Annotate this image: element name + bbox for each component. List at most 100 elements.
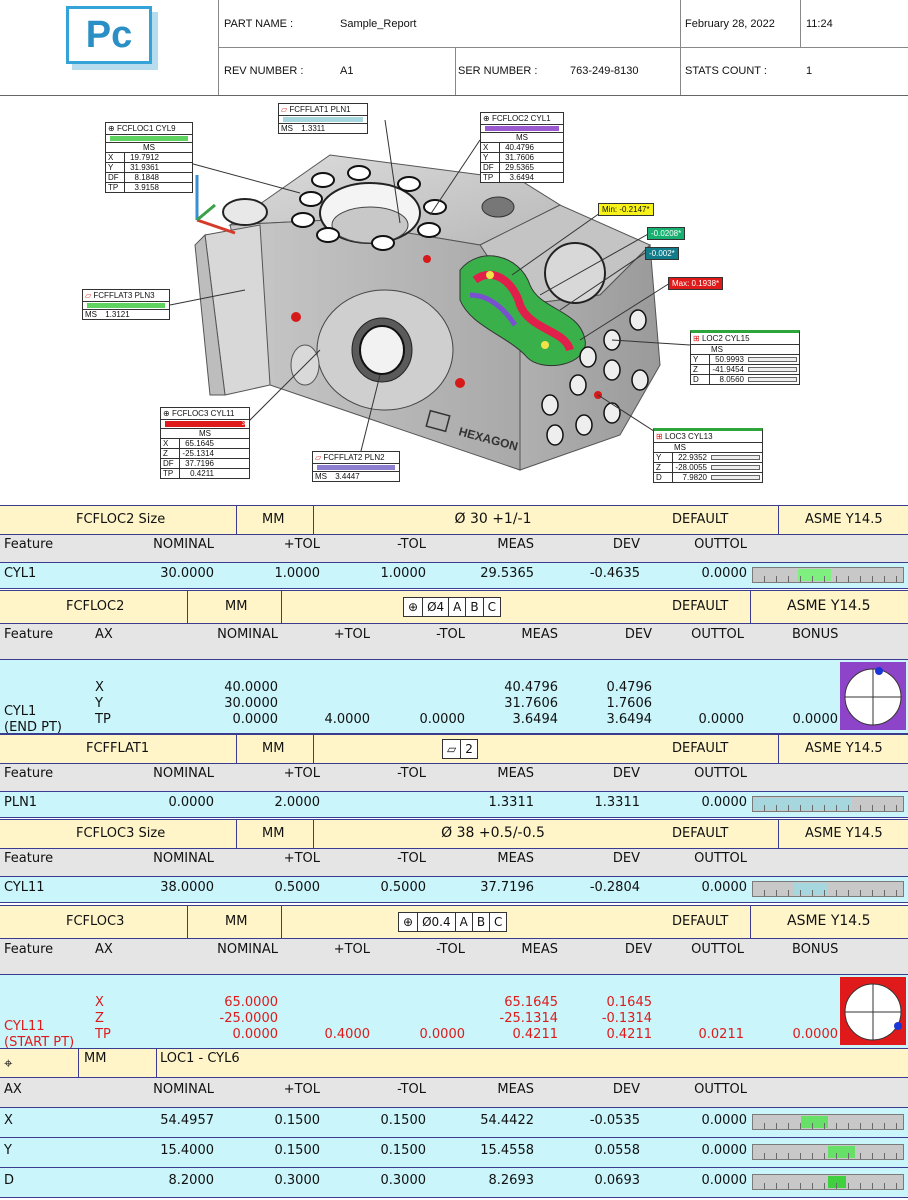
axis-name: Y [4,1143,12,1158]
col-minus-tol: -TOL [397,1082,426,1097]
units: MM [262,512,285,527]
meas-value: 37.7196 [480,880,534,895]
col-meas: MEAS [497,1082,534,1097]
dev-value: -0.2804 [589,880,640,895]
meas-value: 29.5365 [480,566,534,581]
col-meas: MEAS [497,537,534,552]
minus-tol-value: 0.0000 [419,1027,466,1042]
nominal-value: 54.4957 [160,1113,214,1128]
col-feature: Feature [4,627,54,642]
nominal-value: 8.2000 [168,1173,215,1188]
feature-name: CYL1(END PT) [4,704,63,735]
units: MM [262,741,285,756]
dev-value: 1.3311 [594,795,641,810]
flatness-symbol: ▱ [443,740,462,758]
table-row: Y 15.4000 0.1500 0.1500 15.4558 0.0558 0… [0,1138,908,1168]
deviation-gauge [752,1114,904,1130]
table-row: PLN1 0.0000 2.0000 1.3311 1.3311 0.0000 [0,792,908,818]
standard: ASME Y14.5 [787,913,871,929]
dev-value: -0.0535 [589,1113,640,1128]
col-ax: AX [95,942,113,957]
pc-dmis-logo: Pc [66,6,152,64]
evaluation-mode: DEFAULT [672,599,729,614]
section-fcfloc3-size-title: FCFLOC3 Size MM Ø 38 +0.5/-0.5 DEFAULT A… [0,819,908,849]
size-tolerance: Ø 30 +1/-1 [454,511,532,527]
deviation-gauge [752,1174,904,1190]
col-minus-tol: -TOL [397,537,426,552]
location-icon: ⌖ [4,1054,13,1072]
report-date: February 28, 2022 [685,18,775,30]
callout-fcfflat2: ▱ FCFFLAT2 PLN2 MS 3.4447 [312,451,400,482]
report-header: Pc PART NAME : Sample_Report REV NUMBER … [0,0,908,96]
section-fcfloc2-size-header: Feature NOMINAL +TOL -TOL MEAS DEV OUTTO… [0,535,908,563]
standard: ASME Y14.5 [805,512,883,527]
position-symbol: ⊕ [399,913,419,931]
outtol-value: 0.0000 [701,566,748,581]
units: MM [225,914,248,929]
evaluation-mode: DEFAULT [672,741,729,756]
deviation-gauge [752,796,904,812]
col-dev: DEV [624,942,652,957]
evaluation-mode: DEFAULT [672,512,729,527]
col-bonus: BONUS [792,627,839,642]
col-outtol: OUTTOL [691,942,744,957]
col-plus-tol: +TOL [333,627,370,642]
col-dev: DEV [624,627,652,642]
stats-count-value: 1 [806,65,813,77]
col-meas: MEAS [497,851,534,866]
part-model: HEXAGON [159,119,691,471]
rev-number-value: A1 [340,65,354,77]
feature-name: CYL11(START PT) [4,1019,75,1050]
col-feature: Feature [4,942,54,957]
ser-number-label: SER NUMBER : [458,65,538,77]
dev-value: 0.0693 [594,1173,641,1188]
size-tolerance: Ø 38 +0.5/-0.5 [441,825,545,841]
minus-tol-value: 0.1500 [380,1143,427,1158]
minus-tol-value: 1.0000 [380,566,427,581]
max-deviation-label: Max: 0.1938* [668,277,724,290]
deviation-gauge [752,567,904,583]
col-plus-tol: +TOL [283,537,320,552]
outtol-value: 0.0211 [698,1027,745,1042]
col-outtol: OUTTOL [694,1082,747,1097]
plus-tol-value: 4.0000 [324,712,371,727]
evaluation-mode: DEFAULT [672,914,729,929]
table-row: D 8.2000 0.3000 0.3000 8.2693 0.0693 0.0… [0,1168,908,1198]
meas-value: 1.3311 [488,795,535,810]
callout-fcfflat1: ▱ FCFFLAT1 PLN1 MS 1.3311 [278,103,368,134]
col-dev: DEV [612,1082,640,1097]
ser-number-value: 763-249-8130 [570,65,639,77]
plus-tol-value: 1.0000 [274,566,321,581]
plus-tol-value: 0.4000 [324,1027,371,1042]
col-minus-tol: -TOL [436,627,465,642]
plus-tol-value: 2.0000 [274,795,321,810]
deviation-label-1: -0.0208* [647,227,686,240]
outtol-value: 0.0000 [698,712,745,727]
col-meas: MEAS [497,766,534,781]
outtol-value: 0.0000 [701,880,748,895]
stats-count-label: STATS COUNT : [685,65,767,77]
callout-fcfflat3: ▱ FCFFLAT3 PLN3 MS 1.3121 [82,289,170,320]
col-nominal: NOMINAL [153,537,214,552]
bonus-value: 0.0000 [792,1027,839,1042]
feature-name: PLN1 [4,795,38,810]
standard: ASME Y14.5 [787,598,871,614]
